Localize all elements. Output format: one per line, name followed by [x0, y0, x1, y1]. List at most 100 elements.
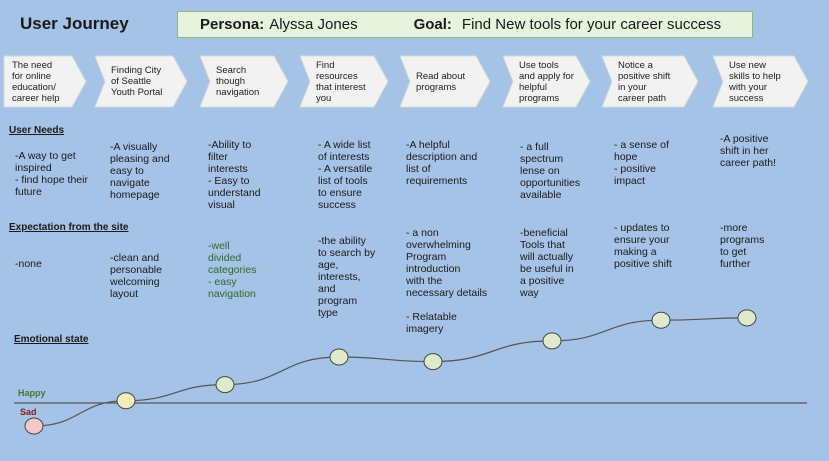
cell-line: way [520, 287, 539, 299]
step-label-line: The need [12, 59, 53, 71]
emotion-point-step-7 [651, 311, 671, 329]
journey-step-4 [299, 55, 389, 108]
step-label-line: Find [316, 59, 335, 71]
happy-label: Happy [18, 388, 46, 398]
journey-step-2 [94, 55, 188, 108]
step-label-line: though [216, 76, 246, 87]
cell-line: understand [208, 187, 261, 199]
cell-line: -the ability [318, 235, 366, 247]
cell-line: further [720, 258, 751, 270]
cell-line: future [15, 186, 42, 198]
cell-line: impact [614, 175, 645, 187]
cell-line: opportunities [520, 177, 581, 189]
step-label-line: skills to help [729, 70, 781, 82]
cell-line: career path! [720, 157, 777, 169]
cell-line: available [520, 189, 562, 201]
goal: Goal: Find New tools for your career succ… [414, 16, 722, 33]
step-label-line: Youth Portal [111, 87, 163, 98]
cell-line: -Ability to [208, 139, 252, 151]
cell-line: easy to [110, 165, 144, 177]
journey-step-8 [712, 55, 809, 108]
cell-line: divided [208, 252, 242, 264]
cell-line: welcoming [110, 276, 160, 288]
step-label-line: positive shift [618, 70, 671, 82]
cell-line: be useful in [520, 263, 574, 275]
step-label-line: education/ [12, 81, 56, 93]
sad-label: Sad [20, 407, 37, 417]
cell-line: to get [720, 246, 747, 258]
step-label-line: you [316, 92, 332, 104]
cell-line: - easy [208, 276, 237, 288]
cell-line: personable [110, 264, 162, 276]
cell-line: Program [406, 251, 447, 263]
cell-line: necessary details [406, 287, 488, 299]
cell-line: making a [614, 246, 657, 258]
cell-line: - Relatable [406, 311, 457, 323]
cell-line: - positive [614, 163, 657, 175]
cell-line: with the [406, 275, 443, 287]
cell-line: inspired [15, 162, 52, 174]
cell-line: - find hope their [15, 174, 88, 186]
cell-line: -A helpful [406, 139, 450, 151]
goal-label: Goal: [413, 16, 452, 33]
step-label-line: Read about [416, 70, 466, 82]
emotion-point-step-4 [329, 348, 349, 366]
cell-line: -A way to get [15, 150, 76, 162]
step-label-line: Use new [729, 59, 766, 71]
cell-line: shift in her [720, 145, 769, 157]
cell-line: -A positive [720, 133, 769, 145]
cell-line: interests, [318, 271, 361, 283]
cell-line: homepage [110, 189, 160, 201]
cell-line: -clean and [110, 252, 160, 264]
cell-line: requirements [406, 175, 468, 187]
cell-line: program [318, 295, 358, 307]
cell-line: -more [720, 222, 748, 234]
step-label-line: Use tools [519, 59, 559, 71]
cell-line: to search by [318, 247, 376, 259]
step-label-line: and apply for [519, 70, 574, 82]
step-label-line: resources [316, 70, 358, 82]
goal-text: Find New tools for your career success [461, 16, 722, 33]
journey-step-7 [601, 55, 699, 108]
cell-line: positive shift [614, 258, 672, 270]
cell-line: ensure your [614, 234, 670, 246]
emotion-point-step-2 [116, 392, 136, 410]
step-label-line: of Seattle [111, 76, 152, 87]
cell-line: list of [406, 163, 431, 175]
step-label-line: for online [12, 70, 52, 82]
cell-line: age, [318, 259, 339, 271]
journey-step-5 [399, 55, 491, 108]
emotion-point-step-1 [24, 417, 44, 435]
step-label-line: that interest [316, 81, 366, 93]
cell-line: - a sense of [614, 139, 669, 151]
cell-line: -well [208, 240, 230, 252]
step-label-line: with your [729, 81, 768, 93]
persona: Persona:Alyssa Jones [200, 16, 358, 33]
cell-line: - Easy to [208, 175, 250, 187]
step-label-line: programs [416, 81, 457, 93]
emotion-point-step-3 [215, 376, 235, 394]
step-label-line: navigation [216, 87, 260, 98]
cell-line: interests [208, 163, 248, 175]
cell-line: imagery [406, 323, 444, 335]
cell-line: -beneficial [520, 227, 568, 239]
step-label-line: success [729, 92, 764, 104]
cell-line: and [318, 283, 336, 295]
persona-label: Persona: [200, 16, 265, 33]
step-label-line: career path [618, 92, 667, 104]
